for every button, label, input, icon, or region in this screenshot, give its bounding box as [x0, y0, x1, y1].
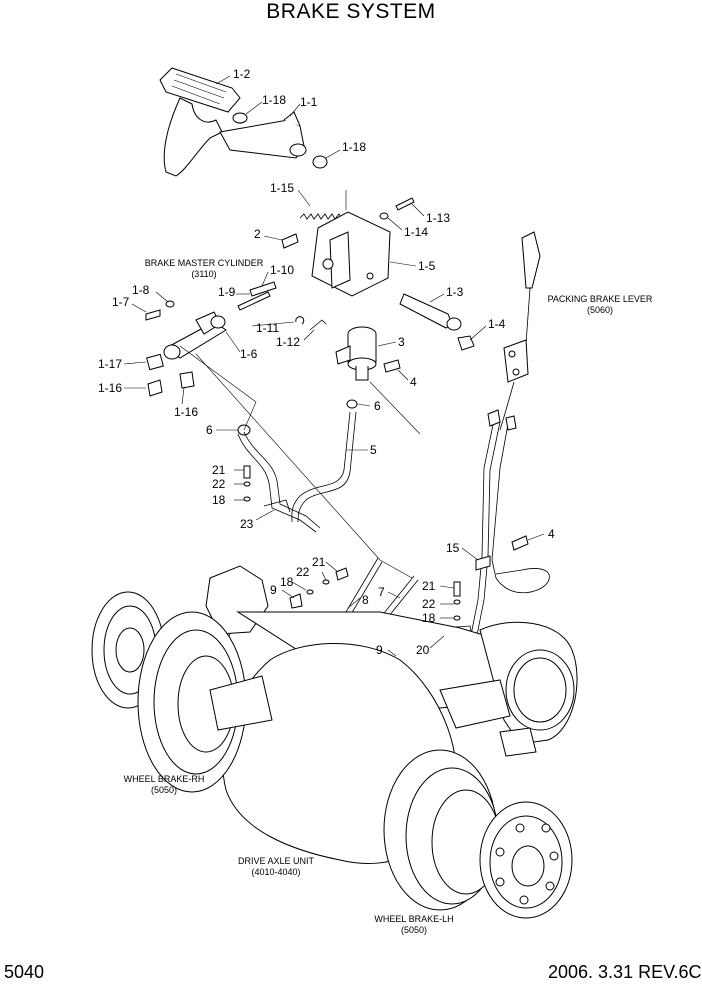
label-6-lower: 6: [206, 423, 213, 437]
bolt-1-7: [145, 309, 161, 321]
clamp-6-upper: [346, 399, 358, 409]
bolt-1-13: [395, 197, 415, 211]
label-22-right: 22: [422, 597, 436, 611]
label-1-5: 1-5: [418, 259, 436, 273]
wheel-brake-lh: [383, 749, 573, 919]
cap-1-17: [146, 353, 164, 371]
nut-1-4: [457, 335, 475, 351]
clamp-15: [475, 555, 491, 571]
label-1-16-bottom: 1-16: [174, 405, 198, 419]
washer-18-top: [243, 496, 251, 502]
caption-wheel-rh-name: WHEEL BRAKE-RH: [124, 774, 205, 784]
clip-9-left: [289, 593, 303, 609]
label-21-right: 21: [422, 579, 436, 593]
bolt-2: [281, 233, 299, 249]
label-1-16-left: 1-16: [98, 381, 122, 395]
bolt-4-upper: [383, 359, 401, 373]
hose-5: [291, 411, 351, 523]
label-7: 7: [378, 585, 385, 599]
label-1-3: 1-3: [446, 285, 464, 299]
brake-pedal: [159, 67, 307, 177]
page-number: 5040: [4, 962, 45, 982]
label-1-12: 1-12: [276, 335, 300, 349]
reservoir-3: [335, 326, 377, 381]
label-20: 20: [416, 643, 430, 657]
parking-cable-left: [469, 419, 495, 641]
brake-master-cylinder: [163, 281, 277, 360]
parking-cable-right: [491, 423, 550, 594]
pin-1-12: [309, 319, 327, 331]
bolt-4-lower: [511, 535, 529, 551]
caption-drive-axle-name: DRIVE AXLE UNIT: [238, 856, 315, 866]
label-1-10: 1-10: [270, 263, 294, 277]
label-1-18-top: 1-18: [262, 93, 286, 107]
wheel-brake-rh: [91, 591, 273, 793]
caption-master-cylinder-name: BRAKE MASTER CYLINDER: [145, 258, 264, 268]
caption-drive-axle-ref: (4010-4040): [251, 867, 300, 877]
label-21-top: 21: [212, 463, 226, 477]
label-9-left: 9: [270, 583, 277, 597]
page-title: BRAKE SYSTEM: [266, 0, 436, 23]
caption-wheel-lh-ref: (5050): [401, 925, 427, 935]
label-4-upper: 4: [410, 375, 417, 389]
label-1-7: 1-7: [112, 295, 130, 309]
label-1-18-mid: 1-18: [342, 140, 366, 154]
caption-parking-lever-ref: (5060): [587, 305, 613, 315]
label-1-6: 1-6: [240, 347, 258, 361]
label-22-mid: 22: [296, 565, 310, 579]
fitting-1-16a: [147, 379, 163, 397]
washer-22-top: [243, 481, 251, 487]
label-1-15: 1-15: [270, 181, 294, 195]
bolt-21-mid: [335, 567, 349, 581]
label-18-right: 18: [422, 611, 436, 625]
caption-parking-lever-name: PACKING BRAKE LEVER: [548, 294, 653, 304]
washer-22-right: [453, 599, 461, 605]
label-1-17: 1-17: [98, 357, 122, 371]
bolt-21-right: [453, 581, 461, 597]
label-1-13: 1-13: [426, 211, 450, 225]
nut-1-8: [165, 300, 175, 308]
label-1-8: 1-8: [132, 283, 150, 297]
label-9-right: 9: [376, 643, 383, 657]
revision-info: 2006. 3.31 REV.6C: [548, 962, 702, 982]
captions: BRAKE MASTER CYLINDER (3110) PACKING BRA…: [124, 258, 653, 935]
pin-1-3: [399, 293, 453, 329]
washer-18-mid: [306, 589, 314, 595]
label-1-14: 1-14: [404, 225, 428, 239]
label-4-lower: 4: [548, 527, 555, 541]
label-23: 23: [240, 517, 254, 531]
label-1-1: 1-1: [300, 95, 318, 109]
label-1-9: 1-9: [218, 285, 236, 299]
caption-wheel-lh-name: WHEEL BRAKE-LH: [374, 914, 453, 924]
label-1-11: 1-11: [256, 321, 279, 335]
label-18-top: 18: [212, 493, 226, 507]
label-21-mid: 21: [312, 555, 326, 569]
pedal-bracket: [311, 211, 391, 297]
label-2: 2: [254, 227, 261, 241]
label-18-mid: 18: [280, 575, 294, 589]
parking-brake-lever: [499, 231, 541, 431]
part-labels: 1-2 1-18 1-1 1-18 1-15 1-13 2 1-14 1-10 …: [98, 67, 555, 657]
callout-leaders: [123, 75, 545, 657]
washer-1-14: [379, 212, 389, 220]
label-15: 15: [446, 541, 460, 555]
pipe-23: [237, 433, 317, 533]
washer-22-mid: [322, 579, 330, 585]
label-3: 3: [398, 335, 405, 349]
label-22-top: 22: [212, 477, 226, 491]
caption-wheel-rh-ref: (5050): [151, 785, 177, 795]
label-1-4: 1-4: [488, 317, 506, 331]
caption-master-cylinder-ref: (3110): [191, 269, 216, 279]
washer-18-right: [453, 615, 461, 621]
label-5: 5: [370, 443, 377, 457]
clip-1-11: [295, 316, 305, 325]
label-6-upper: 6: [374, 399, 381, 413]
bolt-21-top: [243, 465, 251, 479]
label-1-2: 1-2: [233, 67, 251, 81]
label-8: 8: [362, 593, 369, 607]
bushing-1-18: [312, 155, 328, 169]
fitting-1-16b: [179, 371, 195, 389]
